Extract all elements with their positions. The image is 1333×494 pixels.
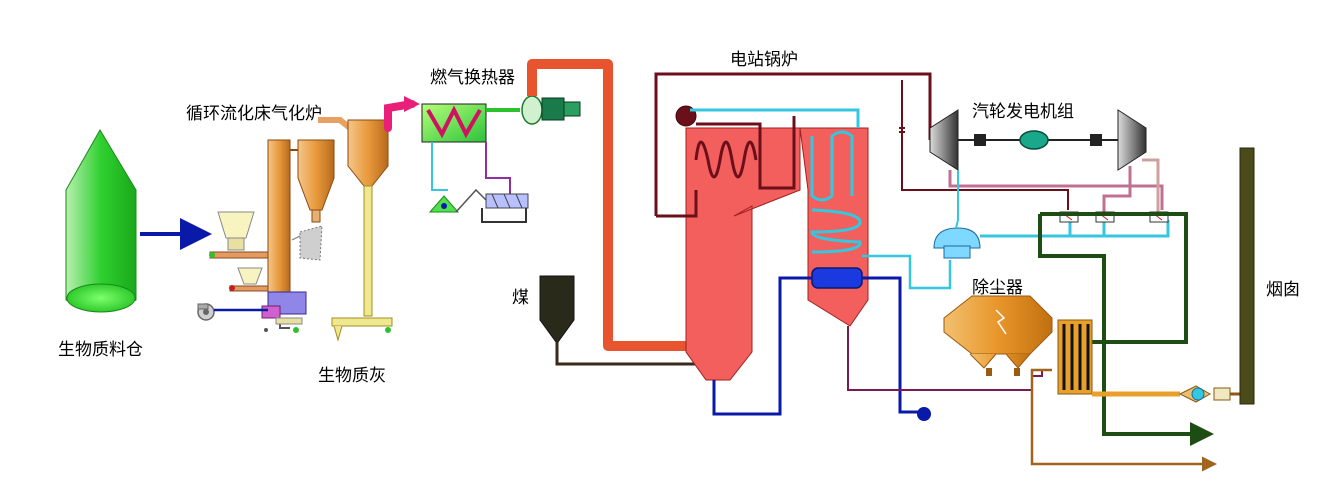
dust-collector <box>848 295 1053 376</box>
cfb-gasifier <box>261 117 393 342</box>
air-preheater-unit <box>428 188 529 223</box>
gas-fan <box>521 95 581 125</box>
power-boiler-label: 电站锅炉 <box>730 50 798 70</box>
main-steam-line <box>654 72 932 216</box>
biomass-ash-label: 生物质灰 <box>318 366 386 386</box>
air-blower <box>197 303 268 321</box>
induced-draft-fan <box>1178 385 1240 403</box>
gas-heat-exchanger-label: 燃气换热器 <box>430 68 515 88</box>
gas-to-boiler-pipe <box>527 59 704 351</box>
biomass-silo <box>65 129 137 313</box>
biomass-silo-label: 生物质料仓 <box>58 340 143 360</box>
power-boiler <box>675 105 869 381</box>
condenser <box>933 227 981 259</box>
feedwater-pump <box>917 407 931 421</box>
coal-hopper <box>539 275 702 366</box>
gas-heat-exchanger <box>421 103 511 196</box>
feed-hoppers <box>209 211 271 292</box>
turbine-generator-label: 汽轮发电机组 <box>972 102 1074 122</box>
dust-collector-label: 除尘器 <box>972 278 1023 298</box>
chimney <box>1239 147 1255 405</box>
chimney-label: 烟囱 <box>1266 280 1300 300</box>
feedwater-line <box>712 276 812 416</box>
air-heater <box>1057 319 1093 395</box>
cfb-gasifier-label: 循环流化床气化炉 <box>186 104 322 124</box>
coal-label: 煤 <box>512 288 529 308</box>
turbine-generator-set <box>929 109 1147 171</box>
